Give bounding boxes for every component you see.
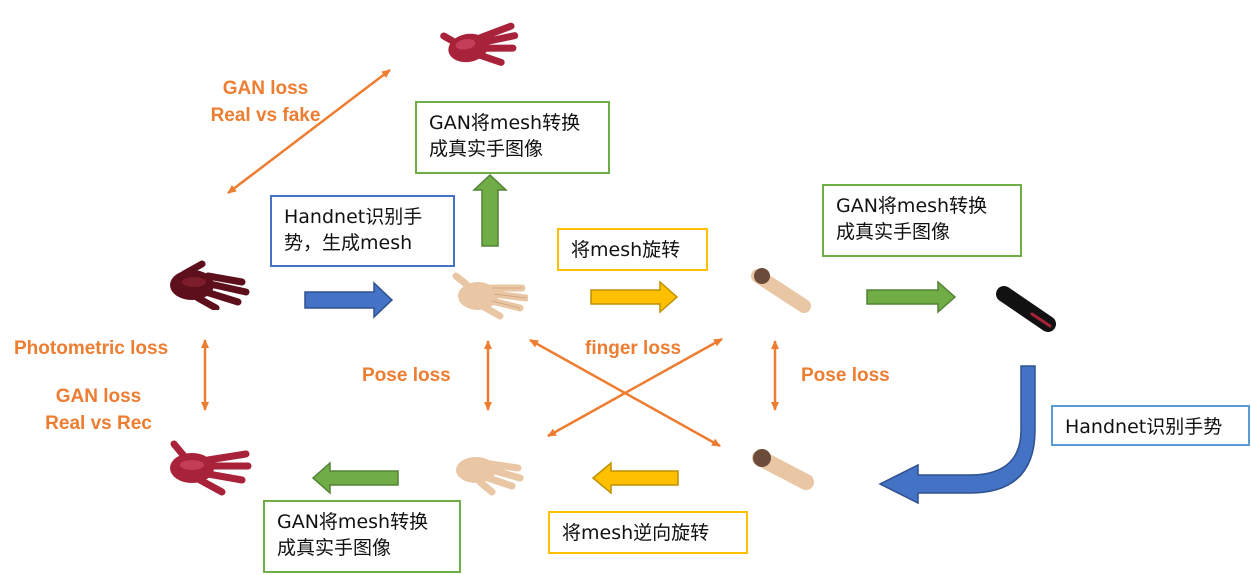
gan-right-line-1: GAN将mesh转换	[836, 195, 988, 217]
gan-loss-rec-line-1: GAN loss	[55, 386, 142, 407]
hand-gan-rotated-icon	[996, 286, 1056, 332]
finger-loss-label: finger loss	[585, 338, 682, 359]
green-arrow-left	[311, 461, 399, 495]
gan-loss-top-line-1: GAN loss	[222, 78, 309, 99]
photometric-loss-label: Photometric loss	[14, 338, 169, 359]
rotate-label: 将mesh旋转	[571, 239, 681, 261]
gan-top-line-1: GAN将mesh转换	[429, 112, 581, 134]
gan-loss-rec-label: GAN loss Real vs Rec	[40, 383, 157, 437]
gan-top-box: GAN将mesh转换 成真实手图像	[415, 101, 610, 174]
yellow-arrow-left	[591, 461, 679, 495]
hand-mesh-rotated-icon	[751, 268, 811, 313]
hand-mesh-rotated-back-icon	[752, 449, 814, 490]
handnet-mid-box: Handnet识别手 势，生成mesh	[270, 195, 455, 267]
gan-bottom-line-1: GAN将mesh转换	[277, 511, 429, 533]
pose-loss-left-label: Pose loss	[362, 365, 451, 386]
reverse-rotate-box: 将mesh逆向旋转	[548, 511, 748, 554]
hand-mesh-back-front-icon	[456, 457, 524, 496]
handnet-mid-line-2: 势，生成mesh	[284, 232, 413, 254]
hand-reconstructed-icon	[170, 440, 252, 496]
gan-loss-top-line-2: Real vs fake	[210, 105, 321, 126]
hand-mesh-front-icon	[452, 272, 528, 320]
handnet-right-box: Handnet识别手势	[1051, 405, 1250, 446]
hand-red-icon	[440, 22, 519, 66]
gan-bottom-box: GAN将mesh转换 成真实手图像	[263, 500, 461, 573]
gan-loss-arrow	[227, 69, 391, 194]
gan-loss-top-label: GAN loss Real vs fake	[198, 75, 333, 129]
gan-loss-rec-line-2: Real vs Rec	[45, 413, 152, 434]
gan-top-line-2: 成真实手图像	[429, 138, 544, 160]
rotate-box: 将mesh旋转	[557, 228, 708, 271]
pose-loss-right-label: Pose loss	[801, 365, 890, 386]
gan-right-box: GAN将mesh转换 成真实手图像	[822, 184, 1022, 257]
blue-arrow-right	[304, 281, 394, 319]
gan-bottom-line-2: 成真实手图像	[277, 537, 392, 559]
yellow-arrow-right	[590, 280, 679, 314]
hand-real-input-icon	[170, 260, 250, 310]
gan-right-line-2: 成真实手图像	[836, 221, 951, 243]
finger-loss-arrow-b	[547, 337, 723, 438]
handnet-mid-line-1: Handnet识别手	[284, 206, 423, 228]
handnet-right-label: Handnet识别手势	[1065, 416, 1223, 438]
blue-curved-arrow	[878, 365, 1036, 505]
green-arrow-up	[472, 173, 508, 247]
green-arrow-right	[866, 280, 957, 314]
reverse-rotate-label: 将mesh逆向旋转	[562, 522, 710, 544]
